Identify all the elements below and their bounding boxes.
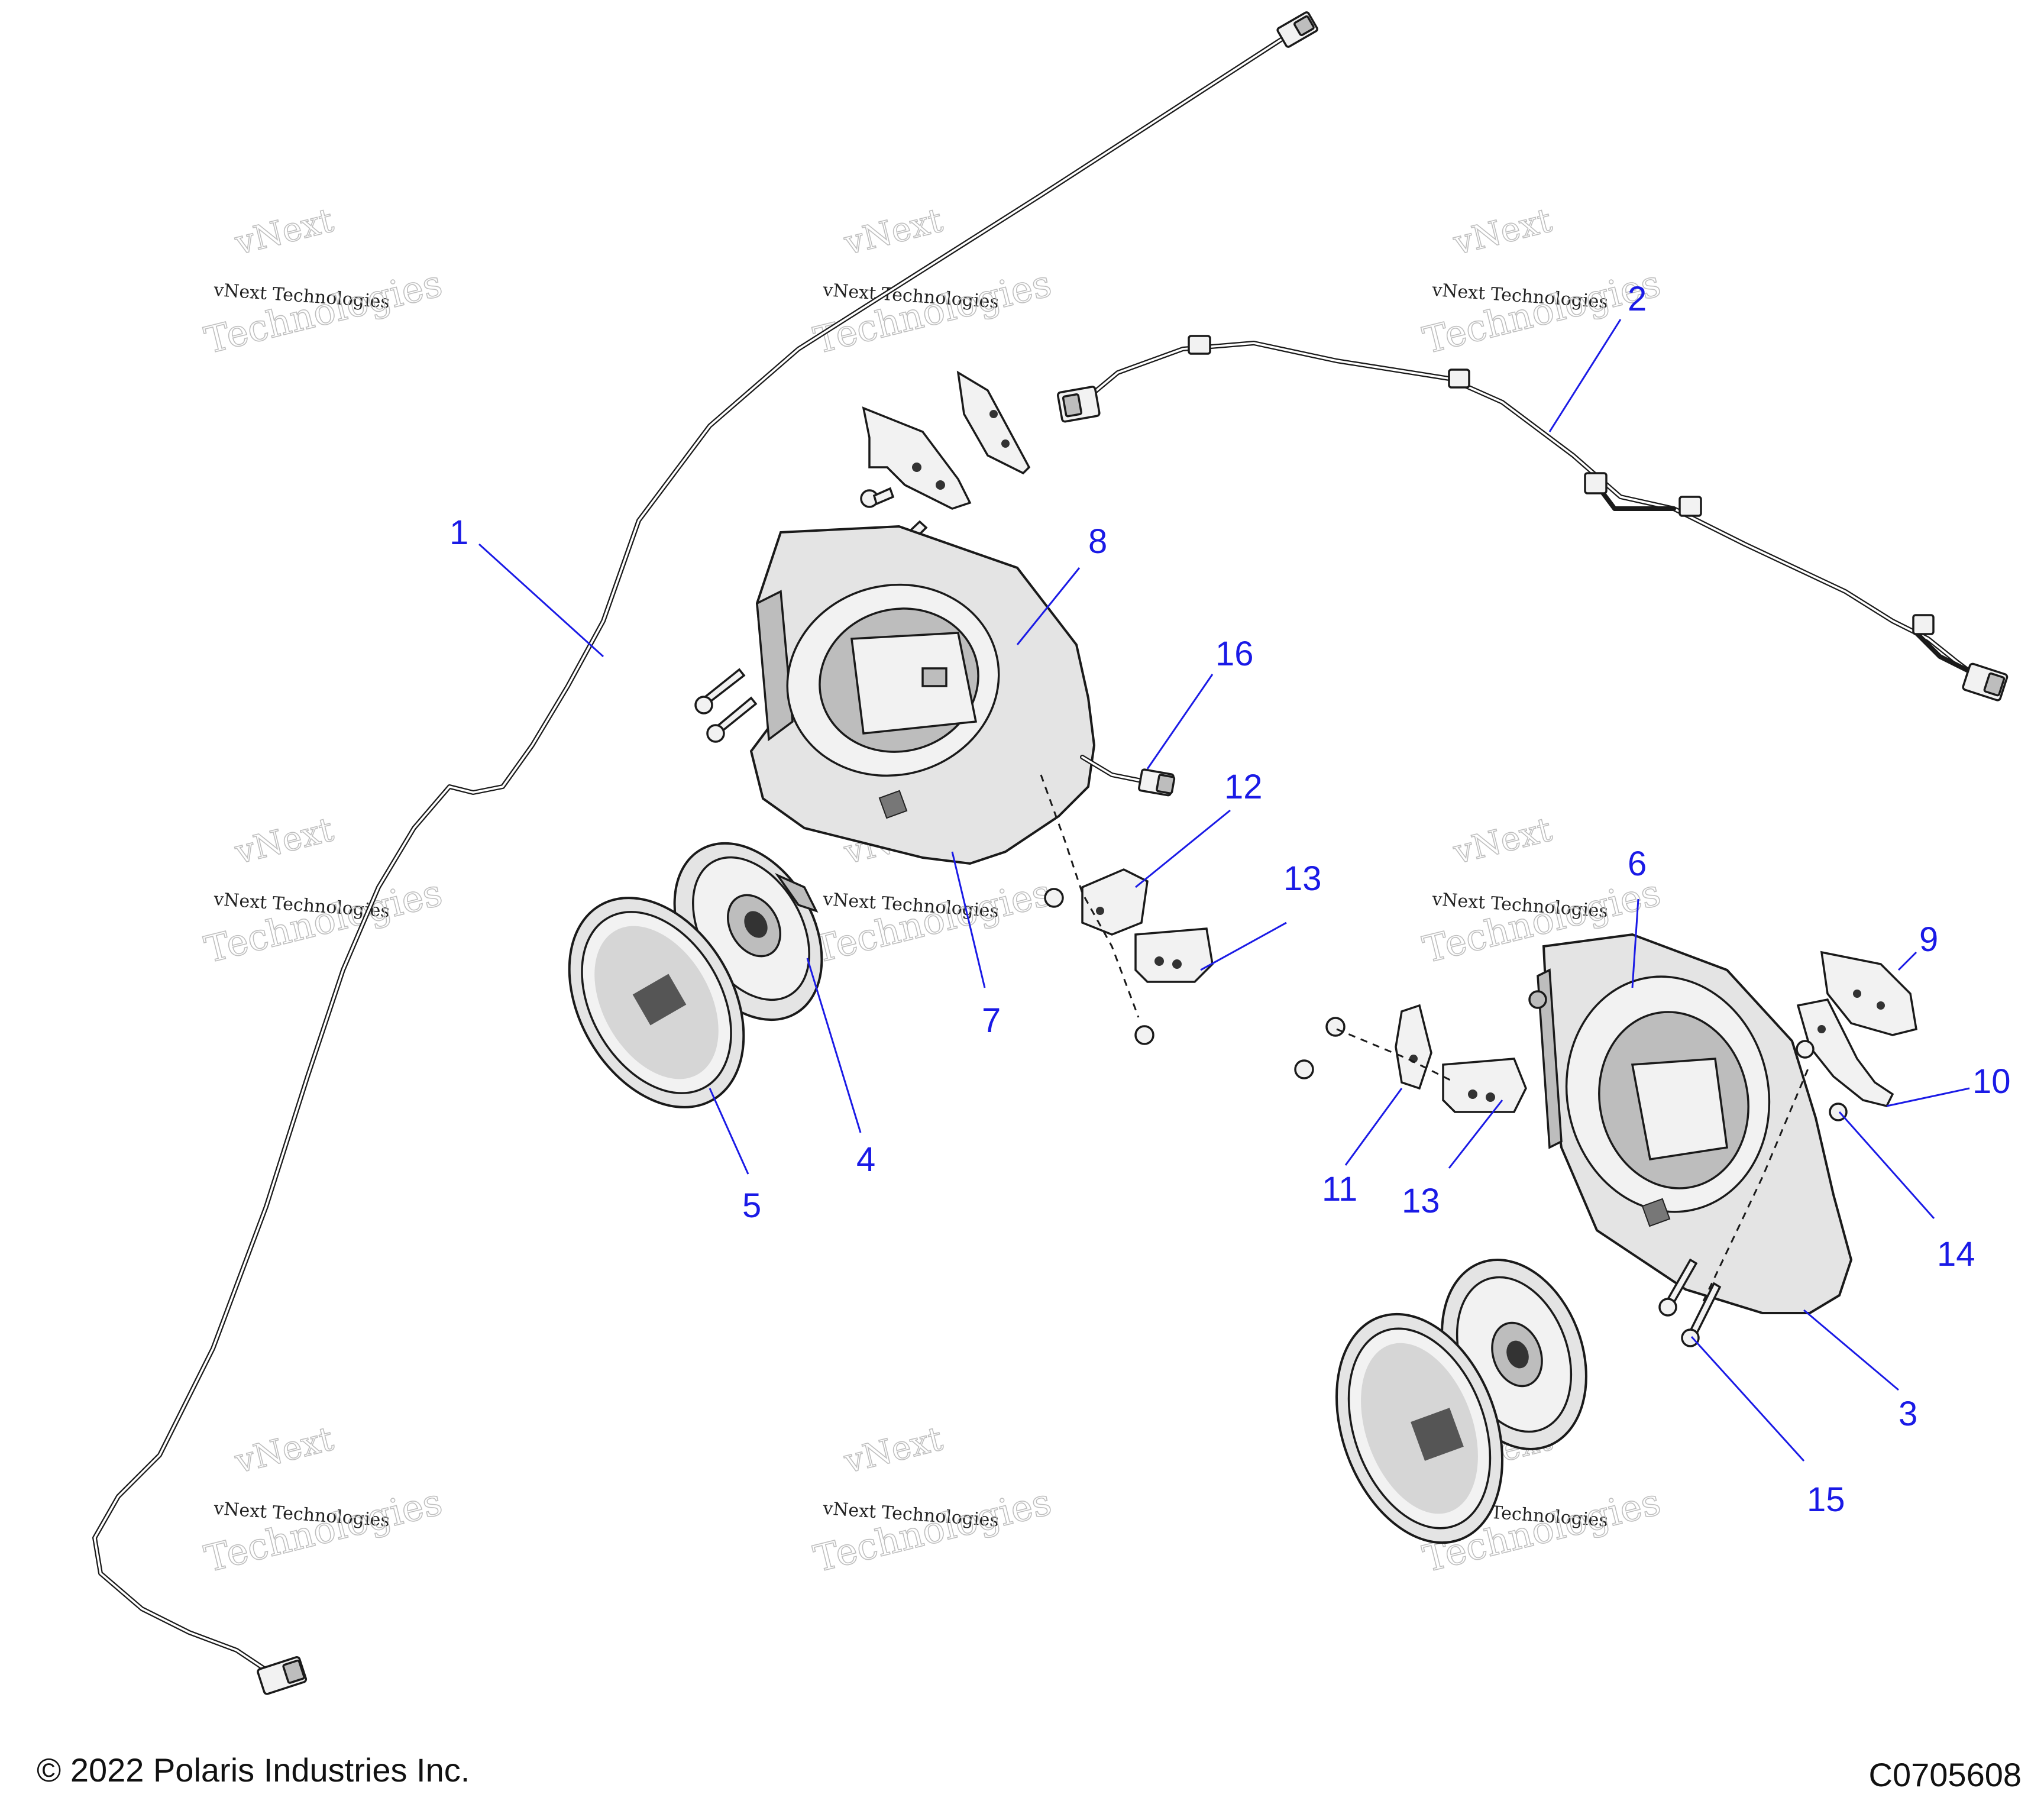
- part-13-plate: [1134, 927, 1214, 983]
- callout-12: 12: [1224, 768, 1263, 806]
- callout-1: 1: [449, 513, 468, 552]
- upper-bracket-right: [956, 370, 1031, 475]
- callout-13: 13: [1402, 1182, 1440, 1220]
- assembly-dash: [1040, 774, 1140, 1018]
- harness2-connector-left: [1056, 386, 1101, 423]
- svg-text:vNext: vNext: [231, 201, 338, 263]
- screw-icon: [1294, 1059, 1314, 1079]
- part-6-enclosure: [1528, 933, 1853, 1314]
- warning-label-icon: [878, 790, 908, 819]
- part-5-grille: [568, 897, 745, 1108]
- part-2-harness: [1056, 335, 2009, 701]
- screw-long-icon: [706, 696, 758, 743]
- svg-text:vNext: vNext: [231, 810, 338, 872]
- svg-text:Technologies: Technologies: [200, 871, 447, 971]
- watermark: vNext vNext Technologies Technologies: [200, 1419, 447, 1581]
- screw-icon: [1796, 1040, 1815, 1059]
- clip-icon: [1188, 335, 1211, 355]
- part-1-harness: [92, 11, 1318, 1695]
- svg-text:vNext: vNext: [1450, 201, 1556, 263]
- callout-15: 15: [1807, 1480, 1845, 1519]
- part-9-bracket: [1820, 950, 1917, 1036]
- watermark: vNext vNext Technologies Technologies: [809, 201, 1056, 363]
- leader-lines: [478, 319, 1970, 1462]
- part-8-enclosure: [749, 525, 1096, 865]
- svg-text:Technologies: Technologies: [200, 261, 447, 362]
- screw-icon: [1325, 1017, 1346, 1037]
- clip-icon: [1584, 472, 1608, 494]
- screw-long-icon: [1658, 1258, 1698, 1317]
- part-10-bracket: [1796, 998, 1894, 1108]
- callout-11: 11: [1322, 1170, 1357, 1208]
- harness-connector-top: [1276, 11, 1318, 48]
- callout-3: 3: [1899, 1395, 1917, 1433]
- harness-connector-bottom: [257, 1656, 308, 1695]
- harness2-connector-right: [1962, 662, 2009, 701]
- watermark: vNext vNext Technologies Technologies: [200, 201, 447, 363]
- assembly-dash: [1336, 1028, 1456, 1084]
- callout-10: 10: [1972, 1062, 2011, 1101]
- callouts: 1 2 3 4 5 6 7 8 9 10 11 12 13 13 14 15 1…: [449, 280, 2011, 1519]
- svg-text:vNext: vNext: [1450, 810, 1556, 872]
- callout-8: 8: [1088, 522, 1107, 561]
- grille-right: [1335, 1312, 1504, 1544]
- svg-text:vNext: vNext: [840, 1420, 947, 1481]
- screw-icon: [1134, 1025, 1154, 1045]
- assembly-dash: [1702, 1064, 1811, 1302]
- clip-icon: [1448, 368, 1470, 389]
- clip-icon: [1912, 614, 1935, 635]
- screw-long-icon: [1681, 1282, 1722, 1347]
- callout-14: 14: [1937, 1235, 1975, 1273]
- screw-icon: [860, 487, 895, 508]
- callout-7: 7: [982, 1001, 1001, 1040]
- part-16-pigtail: [1080, 755, 1176, 797]
- svg-text:vNext: vNext: [840, 201, 947, 263]
- callout-9: 9: [1919, 920, 1938, 959]
- watermark: vNext vNext Technologies Technologies: [809, 1419, 1056, 1581]
- callout-13: 13: [1283, 859, 1322, 898]
- clip-icon: [1678, 496, 1702, 517]
- callout-16: 16: [1215, 635, 1254, 673]
- svg-text:Technologies: Technologies: [810, 1480, 1056, 1580]
- svg-text:Technologies: Technologies: [810, 261, 1056, 362]
- svg-text:vNext: vNext: [231, 1420, 338, 1481]
- callout-5: 5: [742, 1186, 761, 1225]
- part-12-bracket: [1081, 868, 1149, 936]
- drawing-code: C0705608: [1868, 1756, 2022, 1793]
- screw-icon: [1044, 888, 1064, 908]
- svg-text:Technologies: Technologies: [810, 871, 1056, 971]
- warning-label-icon: [1641, 1198, 1671, 1227]
- callout-2: 2: [1628, 280, 1647, 318]
- callout-4: 4: [856, 1140, 875, 1179]
- part-13-plate: [1442, 1058, 1527, 1113]
- upper-bracket-left: [862, 406, 972, 510]
- copyright-notice: © 2022 Polaris Industries Inc.: [37, 1751, 470, 1789]
- screw-long-icon: [694, 668, 746, 714]
- callout-6: 6: [1628, 845, 1647, 883]
- svg-text:Technologies: Technologies: [200, 1480, 447, 1580]
- part-11-bracket: [1395, 1004, 1432, 1090]
